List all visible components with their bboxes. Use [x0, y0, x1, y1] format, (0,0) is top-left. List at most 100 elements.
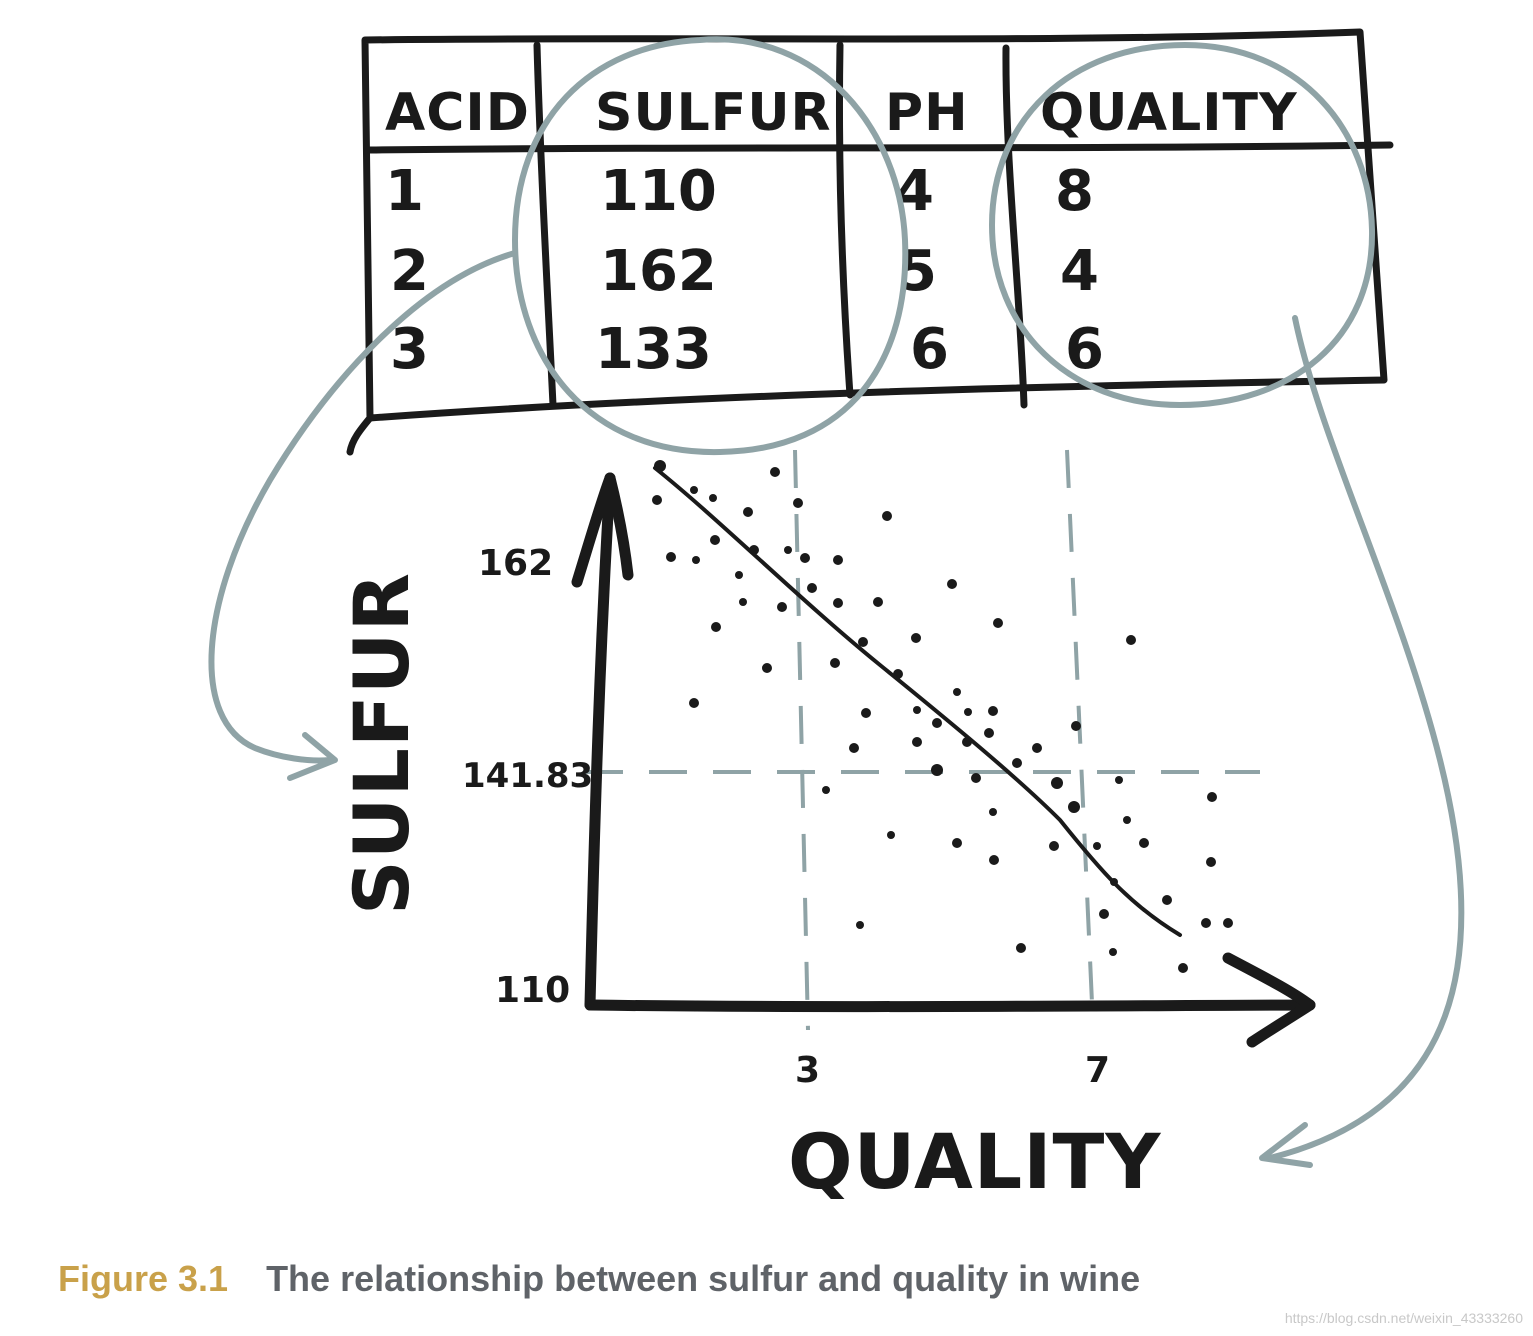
figure-caption-text: The relationship between sulfur and qual… — [266, 1258, 1141, 1299]
table-border — [346, 28, 1388, 456]
scatter-point — [762, 663, 772, 673]
scatter-point — [777, 602, 787, 612]
sulfur-column-circle — [512, 36, 909, 456]
table-body: 1 110 4 8 2 162 5 4 3 133 6 6 — [385, 159, 1104, 382]
scatter-point — [971, 773, 981, 783]
scatter-point — [932, 718, 942, 728]
scatter-point — [1032, 743, 1042, 753]
scatter-point — [1099, 909, 1109, 919]
x-axis-arrowhead — [1222, 952, 1316, 1048]
sulfur-arrow — [208, 250, 518, 764]
table-header-rule — [366, 141, 1394, 154]
quality-arrowhead — [1259, 1122, 1313, 1168]
scatter-point — [952, 838, 962, 848]
y-tick-label: 110 — [495, 970, 570, 1011]
scatter-point — [1012, 758, 1022, 768]
table-cell: 4 — [1060, 239, 1099, 304]
scatter-point — [1051, 777, 1063, 789]
scatter-point — [1093, 842, 1101, 850]
scatter-points — [652, 460, 1233, 973]
scatter-point — [1201, 918, 1211, 928]
scatter-point — [1115, 776, 1123, 784]
table-header-sulfur: SULFUR — [595, 83, 832, 143]
scatter-point — [856, 921, 864, 929]
table-header-quality: QUALITY — [1040, 83, 1298, 143]
scatter-point — [822, 786, 830, 794]
table-cell: 1 — [385, 159, 424, 224]
scatter-point — [1049, 841, 1059, 851]
scatter-point — [1109, 948, 1117, 956]
y-axis-arrowhead — [571, 472, 634, 588]
scatter-point — [1126, 635, 1136, 645]
scatter-point — [1207, 792, 1217, 802]
scatter-point — [1178, 963, 1188, 973]
quality-column-circle — [989, 42, 1376, 408]
scatter-point — [913, 706, 921, 714]
table-cell: 6 — [910, 317, 949, 382]
scatter-point — [861, 708, 871, 718]
scatter-point — [711, 622, 721, 632]
scatter-point — [1139, 838, 1149, 848]
scatter-point — [887, 831, 895, 839]
table-col-divider-3 — [1002, 44, 1028, 409]
scatter-point — [689, 698, 699, 708]
watermark: https://blog.csdn.net/weixin_43333260 — [1284, 1310, 1523, 1326]
scatter-point — [931, 764, 943, 776]
guide-lines — [585, 449, 1260, 1031]
scatter-point — [993, 618, 1003, 628]
scatter-point — [1123, 816, 1131, 824]
table-headers: ACID SULFUR PH QUALITY — [385, 83, 1298, 143]
scatter-point — [1016, 943, 1026, 953]
scatter-point — [882, 511, 892, 521]
scatter-point — [735, 571, 743, 579]
x-axis — [584, 999, 1316, 1013]
scatter-point — [1162, 895, 1172, 905]
y-tick-label: 141.83 — [462, 756, 593, 796]
scatter-point — [873, 597, 883, 607]
scatter-point — [1068, 801, 1080, 813]
scatter-point — [743, 507, 753, 517]
table-cell: 133 — [595, 317, 712, 382]
scatter-point — [989, 808, 997, 816]
scatter-point — [989, 855, 999, 865]
scatter-point — [710, 535, 720, 545]
y-axis — [584, 472, 616, 1011]
scatter-point — [800, 553, 810, 563]
y-axis-label: SULFUR — [337, 572, 426, 915]
table-cell: 2 — [390, 239, 429, 304]
x-tick-label: 7 — [1085, 1050, 1110, 1091]
x-tick-label: 3 — [795, 1050, 820, 1091]
table-header-acid: ACID — [385, 83, 530, 143]
data-table — [346, 28, 1394, 456]
scatter-point — [652, 495, 662, 505]
quality-arrow — [1267, 315, 1465, 1161]
scatter-point — [849, 743, 859, 753]
table-col-divider-1 — [533, 41, 557, 409]
scatter-point — [692, 556, 700, 564]
table-cell: 162 — [600, 239, 717, 304]
scatter-point — [666, 552, 676, 562]
axes — [571, 472, 1316, 1048]
scatter-point — [947, 579, 957, 589]
scatter-point — [953, 688, 961, 696]
table-header-ph: PH — [885, 83, 969, 143]
scatter-point — [830, 658, 840, 668]
trend-line — [653, 466, 1182, 937]
scatter-point — [984, 728, 994, 738]
scatter-point — [1223, 918, 1233, 928]
quality-7-guide — [1065, 449, 1095, 1026]
scatter-point — [807, 583, 817, 593]
scatter-point — [833, 555, 843, 565]
scatter-point — [709, 494, 717, 502]
scatter-point — [988, 706, 998, 716]
scatter-point — [964, 708, 972, 716]
table-cell: 3 — [390, 317, 429, 382]
scatter-plot: 162 141.83 110 3 7 QUALITY SULFUR — [337, 449, 1316, 1206]
scatter-point — [770, 467, 780, 477]
scatter-point — [911, 633, 921, 643]
scatter-point — [858, 637, 868, 647]
scatter-point — [784, 546, 792, 554]
